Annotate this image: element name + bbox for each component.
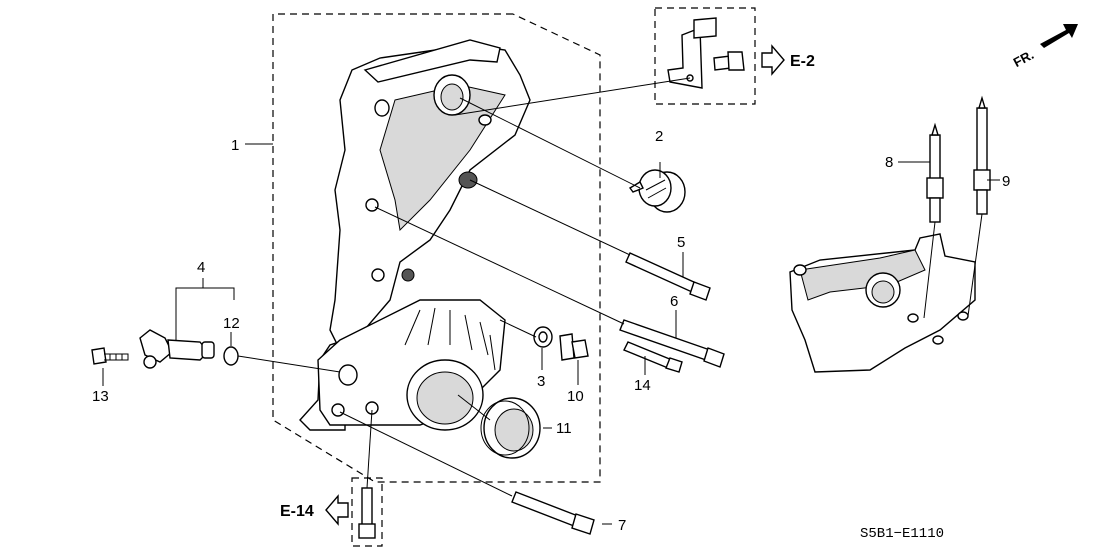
stud-8: [923, 122, 944, 319]
callout-11: 11: [556, 420, 572, 437]
diagram-code: S5B1−E1110: [860, 526, 944, 542]
bracket-group-box: [654, 7, 756, 105]
bolt-13: [91, 347, 129, 365]
stud-9: [967, 95, 991, 317]
bracket: [667, 17, 717, 89]
callout-13: 13: [92, 388, 109, 405]
callout-1: 1: [231, 137, 239, 154]
callout-12: 12: [223, 315, 240, 332]
callout-9: 9: [1002, 173, 1010, 190]
o-ring: [223, 346, 239, 366]
plug-cap: [628, 169, 686, 213]
callout-10: 10: [567, 388, 584, 405]
bolt-5: [625, 252, 711, 301]
arrow-e14: [325, 494, 349, 526]
chain-case: [299, 39, 531, 431]
callout-7: 7: [618, 517, 626, 534]
callout-5: 5: [677, 234, 685, 251]
reference-e2[interactable]: E-2: [790, 53, 815, 70]
bolt-14: [623, 341, 683, 373]
callout-2: 2: [655, 128, 663, 145]
callout-4: 4: [197, 259, 205, 276]
callout-3: 3: [537, 373, 545, 390]
bracket-bolt: [713, 51, 745, 71]
callout-6: 6: [670, 293, 678, 310]
bolt-e14: [358, 487, 376, 539]
leader-lines: [102, 77, 691, 525]
callout-8: 8: [885, 154, 893, 171]
inset-leaders: [898, 161, 1000, 181]
front-label: FR.: [1011, 47, 1037, 70]
assembly-boundary: [272, 13, 601, 483]
inset-case: [789, 233, 976, 373]
arrow-e2: [761, 44, 785, 76]
oil-seal: [480, 397, 541, 459]
washer: [533, 326, 553, 348]
front-arrow: [1040, 24, 1078, 48]
plug-bolt: [559, 333, 589, 361]
reference-e14[interactable]: E-14: [280, 503, 314, 520]
bolt-7: [511, 491, 595, 535]
callout-14: 14: [634, 377, 651, 394]
sensor: [139, 329, 215, 369]
bolt-6: [619, 319, 725, 368]
bolt-group-box: [351, 477, 383, 547]
